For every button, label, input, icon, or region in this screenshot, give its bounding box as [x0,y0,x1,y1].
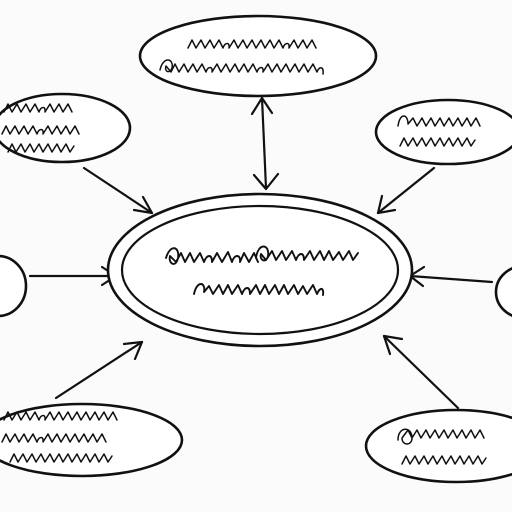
arrow-lower-right-center [382,334,460,410]
lower-left-node-scribble [1,411,118,463]
upper-right-node-scribble [397,115,481,147]
arrow-upper-left-center [82,166,154,215]
lower-right-node-scribble [397,428,487,465]
arrow-left-center [28,265,118,287]
arrow-top-center [250,96,280,191]
arrow-right-center [408,265,494,288]
center-node-scribble [165,245,359,296]
upper-left-node-scribble [1,103,80,153]
arrow-lower-left-center [54,340,144,400]
left-node [0,254,28,318]
lower-right-node [364,408,512,484]
right-node [494,267,512,317]
top-node-scribble [159,39,324,75]
arrow-upper-right-center [376,166,436,215]
top-node [138,14,378,98]
center-node [106,192,414,348]
upper-left-node [0,92,132,164]
lower-left-node [0,402,184,478]
upper-right-node [374,98,512,166]
